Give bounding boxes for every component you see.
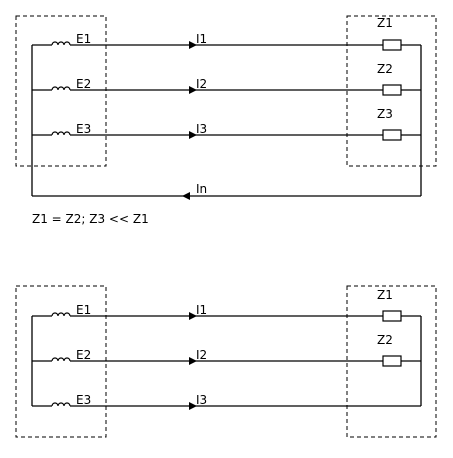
top-source-1-label: E1 — [76, 32, 91, 46]
bottom-source-2-coil — [51, 357, 71, 362]
top-phase-1: E1 I1 Z1 — [32, 16, 421, 51]
top-load-box — [346, 15, 437, 167]
bottom-load-1-impedance — [382, 310, 402, 322]
bottom-source-1-label: E1 — [76, 303, 91, 317]
bottom-current-2-arrow — [189, 357, 197, 365]
top-current-2-arrow — [189, 86, 197, 94]
top-load-2-impedance — [382, 84, 402, 96]
bottom-load-2-impedance — [382, 355, 402, 367]
top-phase-2: E2 I2 Z2 — [32, 62, 421, 96]
top-current-2-label: I2 — [196, 77, 207, 91]
top-source-3-coil — [51, 131, 71, 136]
bottom-load-box — [346, 285, 437, 438]
bottom-current-3-arrow — [189, 402, 197, 410]
top-source-2-label: E2 — [76, 77, 91, 91]
top-phase-3: E3 I3 Z3 — [32, 107, 421, 141]
top-source-1-coil — [51, 41, 71, 46]
bottom-source-1-coil — [51, 312, 71, 317]
top-load-2-label: Z2 — [377, 62, 393, 76]
top-load-3-label: Z3 — [377, 107, 393, 121]
bottom-current-3-label: I3 — [196, 393, 207, 407]
top-load-1-impedance — [382, 39, 402, 51]
bottom-current-1-arrow — [189, 312, 197, 320]
top-current-3-arrow — [189, 131, 197, 139]
top-load-3-impedance — [382, 129, 402, 141]
top-source-2-coil — [51, 86, 71, 91]
bottom-source-3-coil — [51, 402, 71, 407]
bottom-source-3-label: E3 — [76, 393, 91, 407]
bottom-source-2-label: E2 — [76, 348, 91, 362]
bottom-load-2-label: Z2 — [377, 333, 393, 347]
bottom-current-2-label: I2 — [196, 348, 207, 362]
top-neutral-current-label: In — [196, 182, 207, 196]
top-current-3-label: I3 — [196, 122, 207, 136]
bottom-current-1-label: I1 — [196, 303, 207, 317]
bottom-source-box — [15, 285, 107, 438]
top-source-box — [15, 15, 107, 167]
top-load-1-label: Z1 — [377, 16, 393, 30]
bottom-phase-1: E1 I1 Z1 — [32, 288, 421, 322]
bottom-phase-3: E3 I3 — [32, 393, 421, 410]
top-circuit: In E1 I1 Z1 E2 I2 Z2 — [15, 15, 437, 200]
top-source-3-label: E3 — [76, 122, 91, 136]
bottom-circuit: E1 I1 Z1 E2 I2 Z2 E3 I3 — [15, 285, 437, 438]
bottom-load-1-label: Z1 — [377, 288, 393, 302]
bottom-phase-2: E2 I2 Z2 — [32, 333, 421, 367]
top-current-1-arrow — [189, 41, 197, 49]
top-neutral-arrow — [182, 192, 190, 200]
top-current-1-label: I1 — [196, 32, 207, 46]
impedance-condition: Z1 = Z2; Z3 << Z1 — [32, 212, 149, 226]
